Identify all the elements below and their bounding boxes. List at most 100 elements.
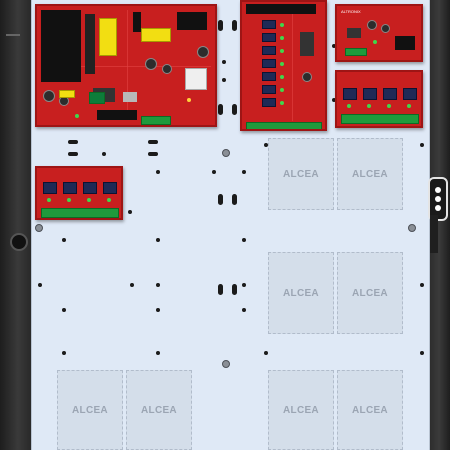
led-icon xyxy=(47,198,51,202)
terminal-block[interactable] xyxy=(141,116,171,125)
door-latch-icon[interactable] xyxy=(428,177,448,221)
mounting-slot-icon xyxy=(232,104,237,115)
relay-icon xyxy=(383,88,397,100)
placeholder-label: ALCEA xyxy=(352,287,388,299)
relay-icon xyxy=(43,182,57,194)
relay-icon xyxy=(262,33,276,42)
chip-icon xyxy=(123,92,137,102)
connector-icon xyxy=(97,110,137,120)
latch-dot-icon xyxy=(435,187,441,193)
relay-output-board-left[interactable] xyxy=(35,166,123,220)
heatsink-icon xyxy=(85,14,95,74)
mounting-hole-icon xyxy=(222,78,226,82)
capacitor-icon xyxy=(145,58,157,70)
yellow-coil-icon xyxy=(141,28,171,42)
module-placeholder[interactable]: ALCEA xyxy=(337,138,403,210)
screw-icon xyxy=(222,360,230,368)
led-icon xyxy=(280,49,284,53)
placeholder-label: ALCEA xyxy=(72,404,108,416)
module-placeholder[interactable]: ALCEA xyxy=(57,370,123,450)
chip-icon xyxy=(300,32,314,56)
led-icon xyxy=(280,23,284,27)
mounting-slot-icon xyxy=(218,284,223,295)
led-icon xyxy=(107,198,111,202)
cabinet-door-frame-left xyxy=(0,0,30,450)
relay-output-board-right[interactable] xyxy=(335,70,423,128)
mounting-hole-icon xyxy=(222,60,226,64)
module-placeholder[interactable]: ALCEA xyxy=(337,252,403,334)
terminal-block[interactable] xyxy=(89,92,105,104)
relay-icon xyxy=(262,20,276,29)
led-icon xyxy=(280,88,284,92)
led-icon xyxy=(187,98,191,102)
mounting-hole-icon xyxy=(38,283,42,287)
small-control-board[interactable]: ALTRONIX xyxy=(335,4,423,62)
relay-icon xyxy=(83,182,97,194)
led-icon xyxy=(347,104,351,108)
led-icon xyxy=(280,75,284,79)
capacitor-icon xyxy=(367,20,377,30)
relay-icon xyxy=(103,182,117,194)
relay-icon xyxy=(262,98,276,107)
mounting-hole-icon xyxy=(420,143,424,147)
terminal-block[interactable] xyxy=(41,208,119,218)
connector-icon xyxy=(246,4,316,14)
transformer-icon xyxy=(41,10,81,82)
module-placeholder[interactable]: ALCEA xyxy=(268,138,334,210)
mounting-hole-icon xyxy=(420,351,424,355)
mounting-hole-icon xyxy=(242,283,246,287)
mounting-hole-icon xyxy=(102,152,106,156)
mounting-hole-icon xyxy=(242,238,246,242)
relay-icon xyxy=(262,59,276,68)
capacitor-icon xyxy=(43,90,55,102)
capacitor-icon xyxy=(381,24,390,33)
module-placeholder[interactable]: ALCEA xyxy=(337,370,403,450)
capacitor-icon xyxy=(162,64,172,74)
mounting-slot-icon xyxy=(218,20,223,31)
mounting-hole-icon xyxy=(332,98,336,102)
mounting-hole-icon xyxy=(62,351,66,355)
relay-icon xyxy=(403,88,417,100)
mounting-hole-icon xyxy=(62,308,66,312)
latch-bar xyxy=(430,215,438,253)
led-icon xyxy=(75,114,79,118)
terminal-block[interactable] xyxy=(345,48,367,56)
led-icon xyxy=(280,62,284,66)
relay-icon xyxy=(363,88,377,100)
mounting-hole-icon xyxy=(420,283,424,287)
screw-icon xyxy=(35,224,43,232)
power-supply-board[interactable] xyxy=(35,4,217,127)
capacitor-icon xyxy=(197,46,209,58)
component-icon xyxy=(133,12,141,32)
mounting-hole-icon xyxy=(62,238,66,242)
mounting-slot-icon xyxy=(218,104,223,115)
placeholder-label: ALCEA xyxy=(141,404,177,416)
mounting-hole-icon xyxy=(242,308,246,312)
mounting-hole-icon xyxy=(212,170,216,174)
mounting-slot-icon xyxy=(232,20,237,31)
mounting-hole-icon xyxy=(264,143,268,147)
mounting-hole-icon xyxy=(242,170,246,174)
latch-dot-icon xyxy=(435,205,441,211)
relay-icon xyxy=(262,72,276,81)
placeholder-label: ALCEA xyxy=(283,287,319,299)
relay-distribution-board[interactable] xyxy=(240,0,327,131)
terminal-block[interactable] xyxy=(341,114,419,124)
connector-icon xyxy=(395,36,415,50)
led-icon xyxy=(367,104,371,108)
mounting-slot-icon xyxy=(68,152,78,156)
mounting-hole-icon xyxy=(130,283,134,287)
terminal-block[interactable] xyxy=(246,122,322,129)
mounting-hole-icon xyxy=(264,351,268,355)
led-icon xyxy=(407,104,411,108)
module-placeholder[interactable]: ALCEA xyxy=(126,370,192,450)
relay-icon xyxy=(262,46,276,55)
chip-icon xyxy=(347,28,361,38)
relay-icon xyxy=(63,182,77,194)
module-placeholder[interactable]: ALCEA xyxy=(268,370,334,450)
module-placeholder[interactable]: ALCEA xyxy=(268,252,334,334)
screw-icon xyxy=(408,224,416,232)
cabinet-frame-right xyxy=(428,0,450,450)
relay-icon xyxy=(262,85,276,94)
led-icon xyxy=(280,101,284,105)
